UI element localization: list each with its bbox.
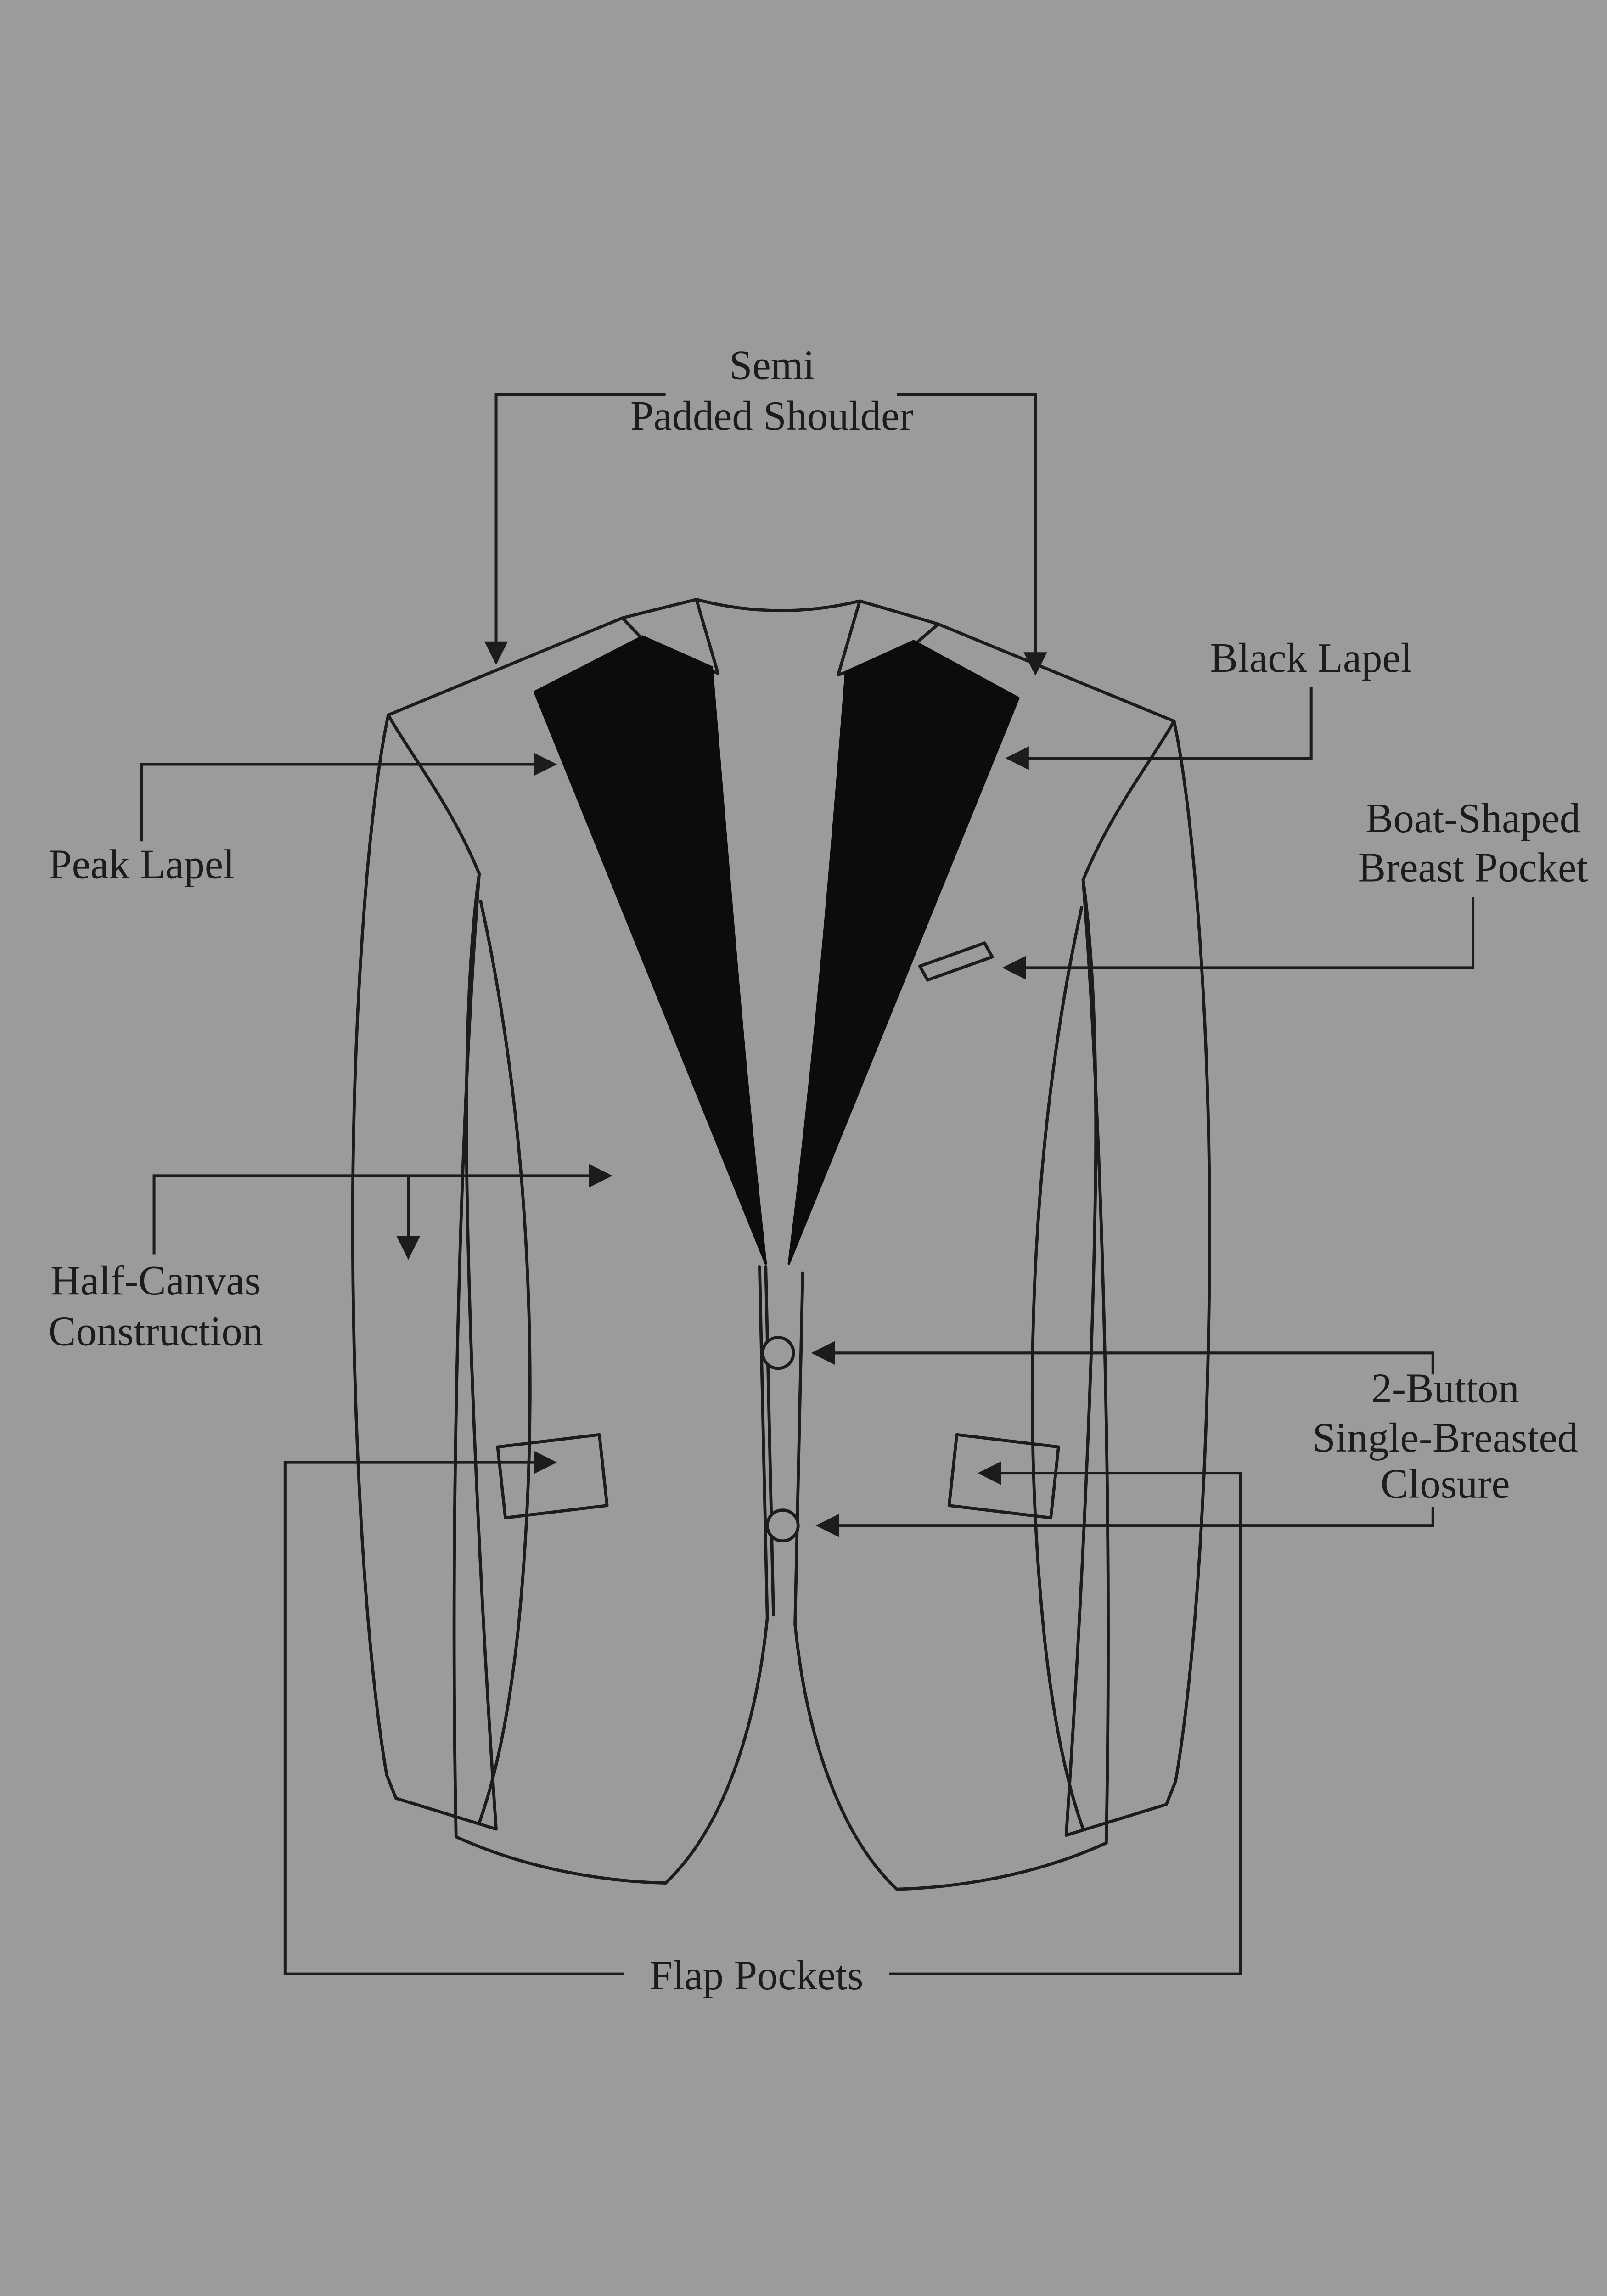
leader-half-canvas [152,1164,612,1255]
jacket-shoulder-seam-right [937,622,1176,723]
jacket-sleeve-left [351,713,498,1831]
leader-button-top [811,1341,1434,1375]
label-black-lapel: Black Lapel [1210,635,1412,681]
jacket-button-bottom [765,1508,800,1543]
jacket-peak-lapel-left [533,635,767,1265]
jacket-shoulder-seam-left [387,616,624,717]
leader-breast-pocket [1002,897,1475,980]
jacket-flap-pocket-left [496,1433,609,1519]
annotation-labels: Semi Padded Shoulder Black Lapel Peak La… [48,342,1588,1999]
jacket-side-seam-right [1030,906,1085,1831]
jacket-collar-left [621,598,720,675]
annotation-leaders [140,393,1475,1975]
jacket-flap-pocket-right [947,1433,1060,1519]
leader-shoulder-left [484,393,666,665]
label-two-button-line1: 2-Button [1371,1365,1519,1412]
label-half-canvas-line1: Half-Canvas [51,1257,261,1304]
leader-flap-pocket-left [283,1450,624,1975]
label-peak-lapel: Peak Lapel [49,841,235,888]
label-two-button-line3: Closure [1381,1461,1510,1507]
label-breast-pocket-line1: Boat-Shaped [1365,795,1580,841]
label-half-canvas-line2: Construction [48,1308,263,1355]
label-two-button-line2: Single-Breasted [1312,1414,1578,1461]
jacket-sleeve-right [1064,720,1211,1837]
jacket-back-neck-line [695,598,861,613]
jacket-body-left [452,872,769,1885]
label-semi-padded-shoulder-line2: Padded Shoulder [630,393,913,439]
label-breast-pocket-line2: Breast Pocket [1358,844,1588,890]
jacket-side-seam-left [478,900,532,1825]
jacket-center-front-line [764,1265,775,1617]
label-flap-pockets: Flap Pockets [650,1952,864,1998]
leader-button-bottom [815,1507,1434,1537]
jacket-peak-lapel-right [787,640,1020,1265]
leader-black-lapel [1005,687,1313,770]
leader-shoulder-right [897,393,1047,676]
leader-flap-pocket-right [889,1461,1242,1975]
leader-peak-lapel [140,752,557,842]
jacket-breast-pocket [918,941,994,982]
jacket-button-top [761,1336,795,1370]
jacket-illustration [351,598,1211,1891]
label-semi-padded-shoulder-line1: Semi [729,342,815,388]
